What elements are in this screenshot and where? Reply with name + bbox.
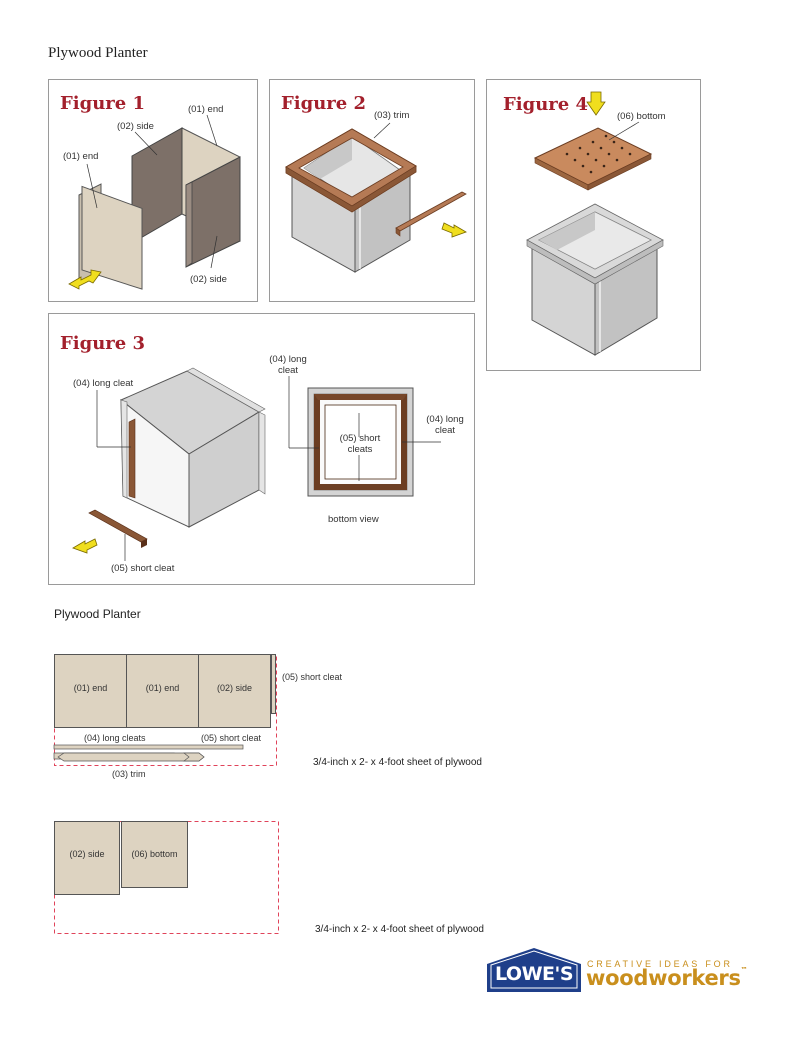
cut-piece-label: (02) side bbox=[216, 683, 252, 693]
sheet-2-caption: 3/4-inch x 2- x 4-foot sheet of plywood bbox=[315, 924, 484, 935]
document-title: Plywood Planter bbox=[48, 45, 148, 61]
figure-1-illustration bbox=[68, 114, 241, 290]
label-short-cleats: (05) short cleats bbox=[333, 433, 387, 455]
label-short-cleat-right: (05) short cleat bbox=[282, 672, 343, 682]
logo-tagline: CREATIVE IDEAS FOR bbox=[587, 959, 733, 969]
label-end-top: (01) end bbox=[188, 104, 224, 115]
lowes-house-icon bbox=[487, 948, 581, 992]
figure-2-panel: Figure 2 (03) trim bbox=[269, 79, 475, 302]
plywood-sheet-2: (02) side (06) bottom bbox=[54, 821, 280, 934]
label-line: cleats bbox=[347, 444, 373, 455]
figure-1-title: Figure 1 bbox=[60, 93, 146, 114]
label-bottom: (06) bottom bbox=[617, 111, 666, 122]
sheet-1-caption: 3/4-inch x 2- x 4-foot sheet of plywood bbox=[313, 757, 482, 768]
figure-4-panel: Figure 4 (06) bottom bbox=[486, 79, 701, 371]
cut-piece-label: (01) end bbox=[145, 683, 180, 693]
label-line: (04) long bbox=[426, 414, 464, 425]
figure-4-title: Figure 4 bbox=[503, 94, 589, 115]
cut-piece-short-cleat-vertical bbox=[271, 654, 276, 714]
figure-2-illustration bbox=[285, 122, 467, 273]
label-trim-strip: (03) trim bbox=[112, 769, 146, 779]
cut-diagram-title: Plywood Planter bbox=[54, 607, 141, 621]
label-long-cleat-right: (04) long cleat bbox=[419, 414, 471, 436]
label-short-cleat-bottom: (05) short cleat bbox=[111, 563, 175, 574]
drain-holes bbox=[565, 134, 632, 174]
label-line: cleat bbox=[434, 425, 456, 436]
lowes-brand: LOWE'S bbox=[494, 963, 574, 985]
lowes-logo: LOWE'S CREATIVE IDEAS FOR woodworkers™ bbox=[487, 946, 748, 994]
label-long-cleat-left: (04) long cleat bbox=[73, 378, 134, 389]
label-line: (05) short bbox=[339, 433, 381, 444]
cut-piece-side-2: (02) side bbox=[54, 821, 120, 895]
label-trim: (03) trim bbox=[374, 110, 410, 121]
cut-piece-label: (02) side bbox=[69, 849, 105, 859]
label-side-bottom: (02) side bbox=[190, 274, 227, 285]
label-side-top: (02) side bbox=[117, 121, 154, 132]
figure-3-illustration bbox=[72, 367, 441, 561]
logo-woodworkers: woodworkers™ bbox=[586, 966, 748, 990]
figure-3-title: Figure 3 bbox=[60, 333, 146, 354]
cut-piece-label: (06) bottom bbox=[131, 849, 178, 859]
figure-3-panel: Figure 3 (04) long cleat (05) short clea… bbox=[48, 313, 475, 585]
cut-piece-end-1: (01) end bbox=[54, 654, 127, 728]
label-short-cleat-strip: (05) short cleat bbox=[201, 733, 262, 743]
label-line: cleat bbox=[277, 365, 299, 376]
logo-word: woodworkers bbox=[586, 966, 741, 990]
cut-piece-bottom: (06) bottom bbox=[121, 821, 188, 888]
strip-cuts bbox=[53, 744, 244, 762]
plywood-sheet-1: (01) end (01) end (02) side (04) long cl… bbox=[53, 654, 278, 766]
figure-1-panel: Figure 1 (01) end (02) side (01) end (02… bbox=[48, 79, 258, 302]
cut-piece-end-2: (01) end bbox=[126, 654, 199, 728]
label-bottom-view: bottom view bbox=[328, 514, 379, 525]
label-line: (04) long bbox=[269, 354, 307, 365]
label-long-cleats: (04) long cleats bbox=[84, 733, 146, 743]
logo-tm: ™ bbox=[740, 966, 748, 974]
cut-piece-side-1: (02) side bbox=[198, 654, 271, 728]
label-long-cleat-top: (04) long cleat bbox=[262, 354, 314, 376]
cut-piece-label: (01) end bbox=[73, 683, 108, 693]
figure-2-title: Figure 2 bbox=[281, 93, 367, 114]
figure-4-illustration bbox=[526, 91, 664, 356]
label-end-left: (01) end bbox=[63, 151, 99, 162]
